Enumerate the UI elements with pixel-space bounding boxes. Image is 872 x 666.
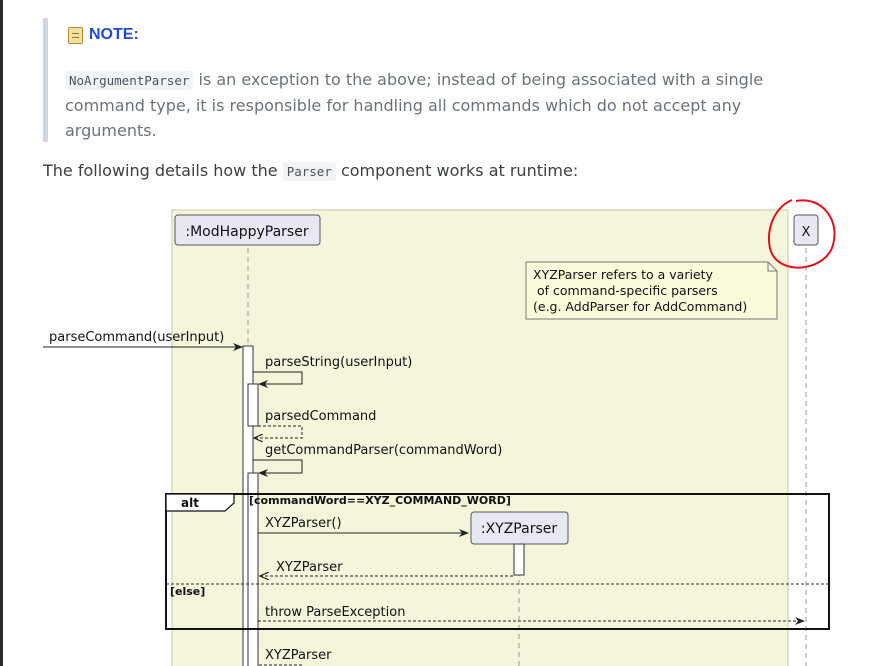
alt-frame: alt [commandWord==XYZ_COMMAND_WORD] [els… [165, 493, 830, 630]
left-border [0, 0, 3, 666]
participant-main: :ModHappyParser [174, 214, 321, 246]
note-line-2: of command-specific parsers [533, 283, 718, 298]
runtime-paragraph: The following details how the Parser com… [43, 161, 579, 181]
note-body: NoArgumentParser is an exception to the … [65, 67, 775, 143]
msg-get-command-parser: getCommandParser(commandWord) [265, 443, 502, 458]
runtime-code: Parser [282, 162, 336, 181]
else-label: [else] [170, 585, 205, 598]
activation-xyz [513, 543, 525, 576]
msg-parsed-command: parsedCommand [265, 409, 376, 424]
note-text: is an exception to the above; instead of… [65, 70, 764, 140]
msg-throw: throw ParseException [265, 605, 405, 620]
participant-xyz-label: :XYZParser [481, 521, 558, 537]
activation-get-parser [247, 472, 259, 666]
note-header: NOTE: [68, 26, 139, 44]
participant-main-label: :ModHappyParser [185, 224, 308, 240]
red-annotation-circle [767, 199, 836, 269]
activation-parse-string [247, 383, 259, 427]
msg-xyz-parser-bottom: XYZParser [265, 648, 332, 663]
memo-icon [68, 26, 83, 44]
msg-xyz-parser-call: XYZParser() [265, 516, 342, 531]
note-block: NOTE: NoArgumentParser is an exception t… [43, 18, 808, 142]
msg-parse-string: parseString(userInput) [265, 355, 412, 370]
runtime-text-before: The following details how the [43, 161, 283, 180]
runtime-text-after: component works at runtime: [335, 161, 579, 180]
alt-label: alt [181, 496, 199, 510]
alt-condition: [commandWord==XYZ_COMMAND_WORD] [249, 494, 511, 507]
participant-x-label: X [802, 225, 811, 240]
arrow-parsed-command [254, 425, 303, 438]
msg-parse-command: parseCommand(userInput) [49, 330, 224, 345]
participant-xyz: :XYZParser [470, 511, 569, 545]
note-code: NoArgumentParser [65, 71, 194, 90]
note-title: NOTE: [89, 26, 139, 43]
arrow-get-command-parser [253, 459, 303, 477]
msg-xyz-parser-return: XYZParser [276, 560, 343, 575]
note-line-3: (e.g. AddParser for AddCommand) [533, 299, 747, 314]
note-line-1: XYZParser refers to a variety [533, 267, 714, 282]
diagram-note: XYZParser refers to a variety of command… [525, 261, 778, 320]
arrow-parse-string [253, 371, 303, 388]
participant-x: X [793, 214, 819, 246]
